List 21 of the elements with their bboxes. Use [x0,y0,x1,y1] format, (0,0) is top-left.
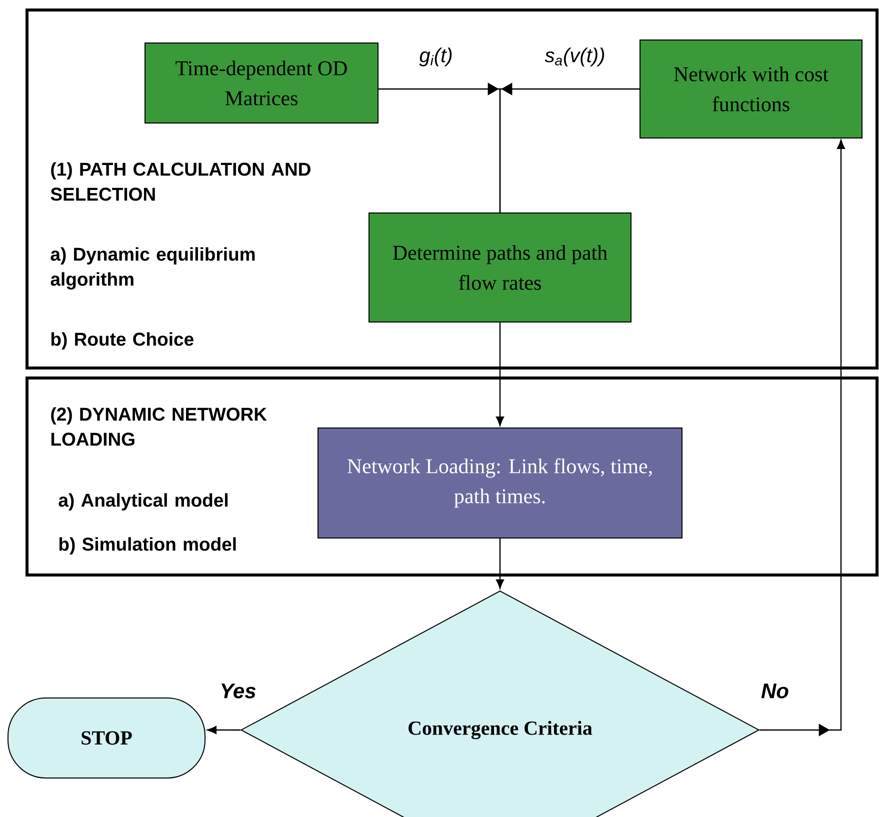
arrow [499,82,640,212]
arrow [496,538,504,589]
section-frame [26,8,878,370]
section-label: a) Dynamic equilibrium algorithm [50,247,255,290]
section-frame [26,376,878,576]
arrow [760,140,845,736]
section-label: (2) DYNAMIC NETWORK LOADING [51,407,267,446]
section-label: a) Analytical model [58,493,228,510]
section-label: (1) PATH CALCULATION AND SELECTION [50,162,310,201]
process-box: Network with cost functions [640,40,862,138]
section-label: b) Simulation model [59,537,236,554]
edge-label: g$_{i}$(t) [418,46,454,68]
process-box: Time-dependent OD Matrices [144,42,378,124]
arrow [207,726,240,734]
edge-label: No [760,682,790,700]
process-box: Network Loading: Link flows, time, path times. [318,428,682,538]
terminal-box: STOP [8,698,206,778]
edge-label: s$_{a}$(v(t)) [544,46,606,68]
arrow [496,322,504,426]
section-label: b) Route Choice [51,332,194,350]
process-box: Determine paths and path flow rates [368,212,632,322]
